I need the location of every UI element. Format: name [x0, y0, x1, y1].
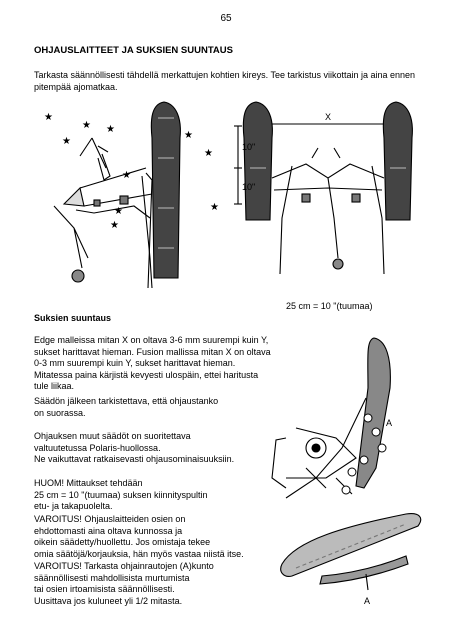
star-icon: ★	[114, 206, 123, 217]
star-icon: ★	[122, 170, 131, 181]
star-icon: ★	[106, 124, 115, 135]
paragraph-handlebar: Säädön jälkeen tarkistettava, että ohjau…	[34, 396, 219, 418]
intro-paragraph: Tarkasta säännöllisesti tähdellä merkatt…	[34, 70, 416, 92]
dimension-label-lower: 10"	[242, 182, 255, 192]
star-icon: ★	[204, 148, 213, 159]
measurement-caption: 25 cm = 10 "(tuumaa)	[286, 301, 373, 311]
paragraph-alignment: Edge malleissa mitan X on oltava 3-6 mm …	[34, 335, 271, 391]
star-icon: ★	[110, 220, 119, 231]
paragraph-note: HUOM! Mittaukset tehdään 25 cm = 10 "(tu…	[34, 478, 208, 511]
paragraph-dealer: Ohjauksen muut säädöt on suoritettava va…	[34, 431, 235, 464]
part-a-callout: A	[386, 418, 392, 428]
steering-linkage-figure: ★ ★ ★ ★ ★ ★ ★ ★ ★ ★	[44, 101, 219, 288]
section-subheading: Suksien suuntaus	[34, 313, 112, 323]
ski-side-figure: A A	[271, 337, 422, 606]
star-icon: ★	[62, 136, 71, 147]
star-icon: ★	[44, 112, 53, 123]
page-number: 65	[220, 13, 232, 24]
paragraph-warning-1: VAROITUS! Ohjauslaitteiden osien on ehdo…	[34, 514, 244, 559]
paragraph-warning-2: VAROITUS! Tarkasta ohjainrautojen (A)kun…	[34, 561, 214, 606]
dimension-label-upper: 10"	[242, 142, 255, 152]
ski-alignment-figure: X 10" 10"	[234, 101, 413, 275]
star-icon: ★	[210, 202, 219, 213]
page-heading: OHJAUSLAITTEET JA SUKSIEN SUUNTAUS	[34, 45, 233, 56]
part-a-label: A	[364, 596, 370, 606]
dimension-x-label: X	[325, 112, 331, 122]
star-icon: ★	[184, 130, 193, 141]
star-icon: ★	[82, 120, 91, 131]
